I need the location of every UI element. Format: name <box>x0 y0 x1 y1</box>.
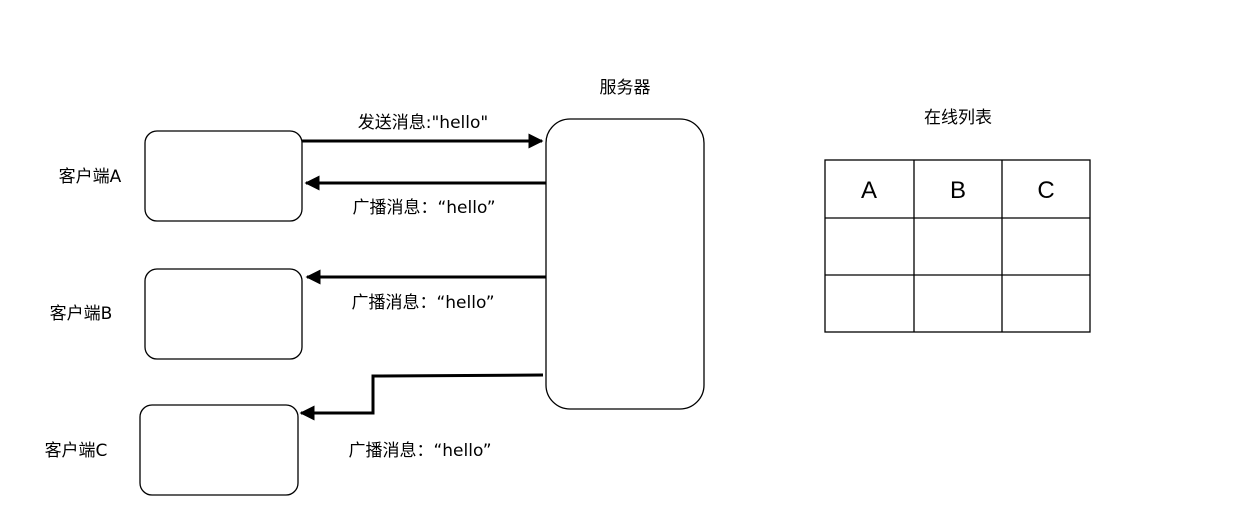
client-c-box <box>139 404 299 496</box>
table-header-cell: A <box>861 177 877 204</box>
online-list-title: 在线列表 <box>924 108 992 128</box>
broadcast-label-c: 广播消息：“hello” <box>348 441 491 461</box>
client-a-label: 客户端A <box>59 167 122 187</box>
online-list-table: A B C <box>824 159 1091 333</box>
send-message-label: 发送消息:"hello" <box>358 113 488 133</box>
client-b-box <box>144 268 303 360</box>
client-a-box <box>144 130 303 222</box>
table-header-cell: B <box>950 177 966 204</box>
broadcast-label-a: 广播消息：“hello” <box>352 198 495 218</box>
table-header-cell: C <box>1037 177 1054 204</box>
broadcast-label-b: 广播消息：“hello” <box>351 293 494 313</box>
broadcast-arrow-c <box>299 373 544 421</box>
client-c-label: 客户端C <box>45 441 108 461</box>
table-border <box>824 159 1091 333</box>
server-box <box>545 118 705 410</box>
server-label: 服务器 <box>600 78 651 98</box>
client-b-label: 客户端B <box>50 304 113 324</box>
